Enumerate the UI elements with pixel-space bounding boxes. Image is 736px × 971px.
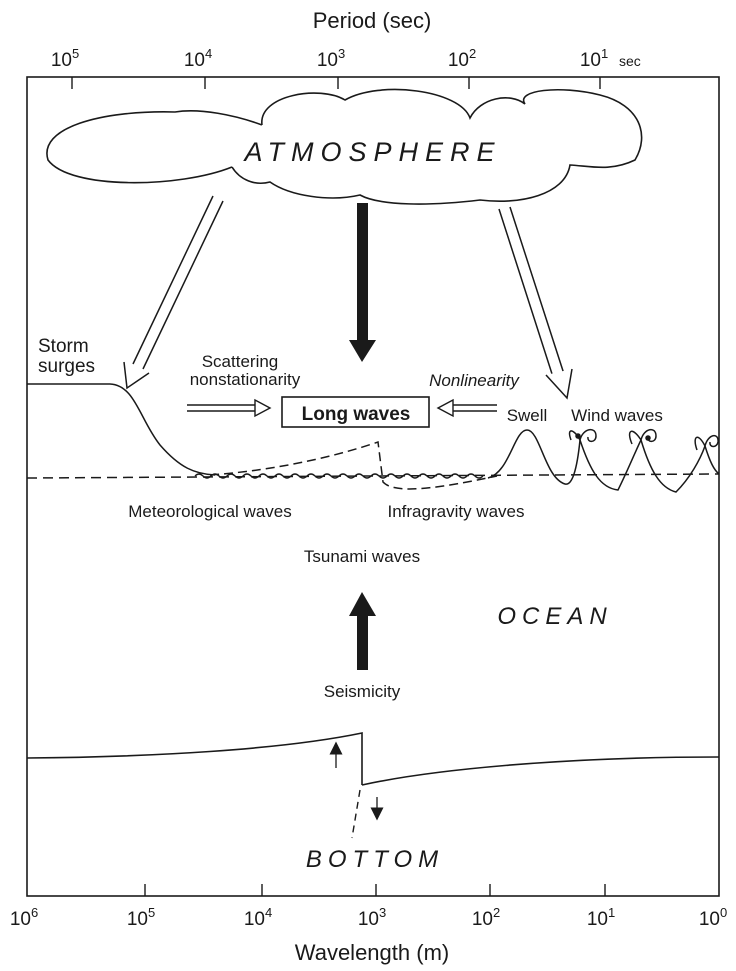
- storm-surges-label-2: surges: [38, 356, 95, 377]
- sea-bottom-right: [362, 757, 719, 785]
- period-axis-ticks: 105 104 103 102 101 sec: [51, 46, 641, 71]
- wavelength-tick-label: 100: [699, 905, 727, 930]
- infragravity-wave-curve: [210, 442, 497, 489]
- tsunami-waves-label: Tsunami waves: [304, 547, 420, 566]
- wavelength-tick-label: 102: [472, 905, 500, 930]
- nonstationarity-label: nonstationarity: [190, 370, 301, 389]
- long-waves-label: Long waves: [302, 404, 411, 425]
- storm-surge-curve: [27, 384, 215, 475]
- infragravity-waves-label: Infragravity waves: [388, 502, 525, 521]
- wavelength-axis-ticks: 106 105 104 103 102 101 100: [10, 905, 727, 930]
- period-tick-label: 102: [448, 46, 476, 71]
- period-tick-label: 101: [580, 46, 608, 71]
- wavelength-tick-label: 104: [244, 905, 272, 930]
- period-unit-suffix: sec: [619, 53, 641, 69]
- swell-wave-curve: [488, 430, 580, 484]
- wavelength-tick-label: 103: [358, 905, 386, 930]
- period-tick-marks: [72, 77, 600, 89]
- wavelength-axis-title: Wavelength (m): [295, 940, 449, 965]
- wavelength-tick-label: 105: [127, 905, 155, 930]
- period-tick-label: 103: [317, 46, 345, 71]
- period-tick-label: 105: [51, 46, 79, 71]
- fault-line: [352, 790, 360, 838]
- scattering-arrow: [187, 400, 270, 416]
- wavelength-tick-label: 101: [587, 905, 615, 930]
- forcing-down-arrow: [349, 203, 376, 362]
- atmosphere-label: ATMOSPHERE: [242, 137, 501, 167]
- wind-wave-arrow: [499, 207, 572, 398]
- wavelength-tick-label: 106: [10, 905, 38, 930]
- period-axis-title: Period (sec): [313, 8, 432, 33]
- wind-wave-crests: [570, 430, 719, 492]
- sea-bottom-left: [27, 733, 362, 785]
- nonlinearity-arrow: [438, 400, 497, 416]
- storm-surges-label: Storm: [38, 336, 89, 357]
- bottom-label: BOTTOM: [306, 846, 444, 873]
- meteorological-wave-curve: [195, 474, 483, 478]
- period-tick-label: 104: [184, 46, 212, 71]
- ocean-label: OCEAN: [497, 603, 612, 630]
- seismicity-up-arrow: [349, 592, 376, 670]
- meteorological-waves-label: Meteorological waves: [128, 502, 291, 521]
- wind-waves-label: Wind waves: [571, 406, 663, 425]
- scattering-label: Scattering: [202, 352, 279, 371]
- wavelength-tick-marks: [145, 884, 605, 896]
- swell-label: Swell: [507, 406, 548, 425]
- seismicity-label: Seismicity: [324, 682, 401, 701]
- nonlinearity-label: Nonlinearity: [429, 371, 520, 390]
